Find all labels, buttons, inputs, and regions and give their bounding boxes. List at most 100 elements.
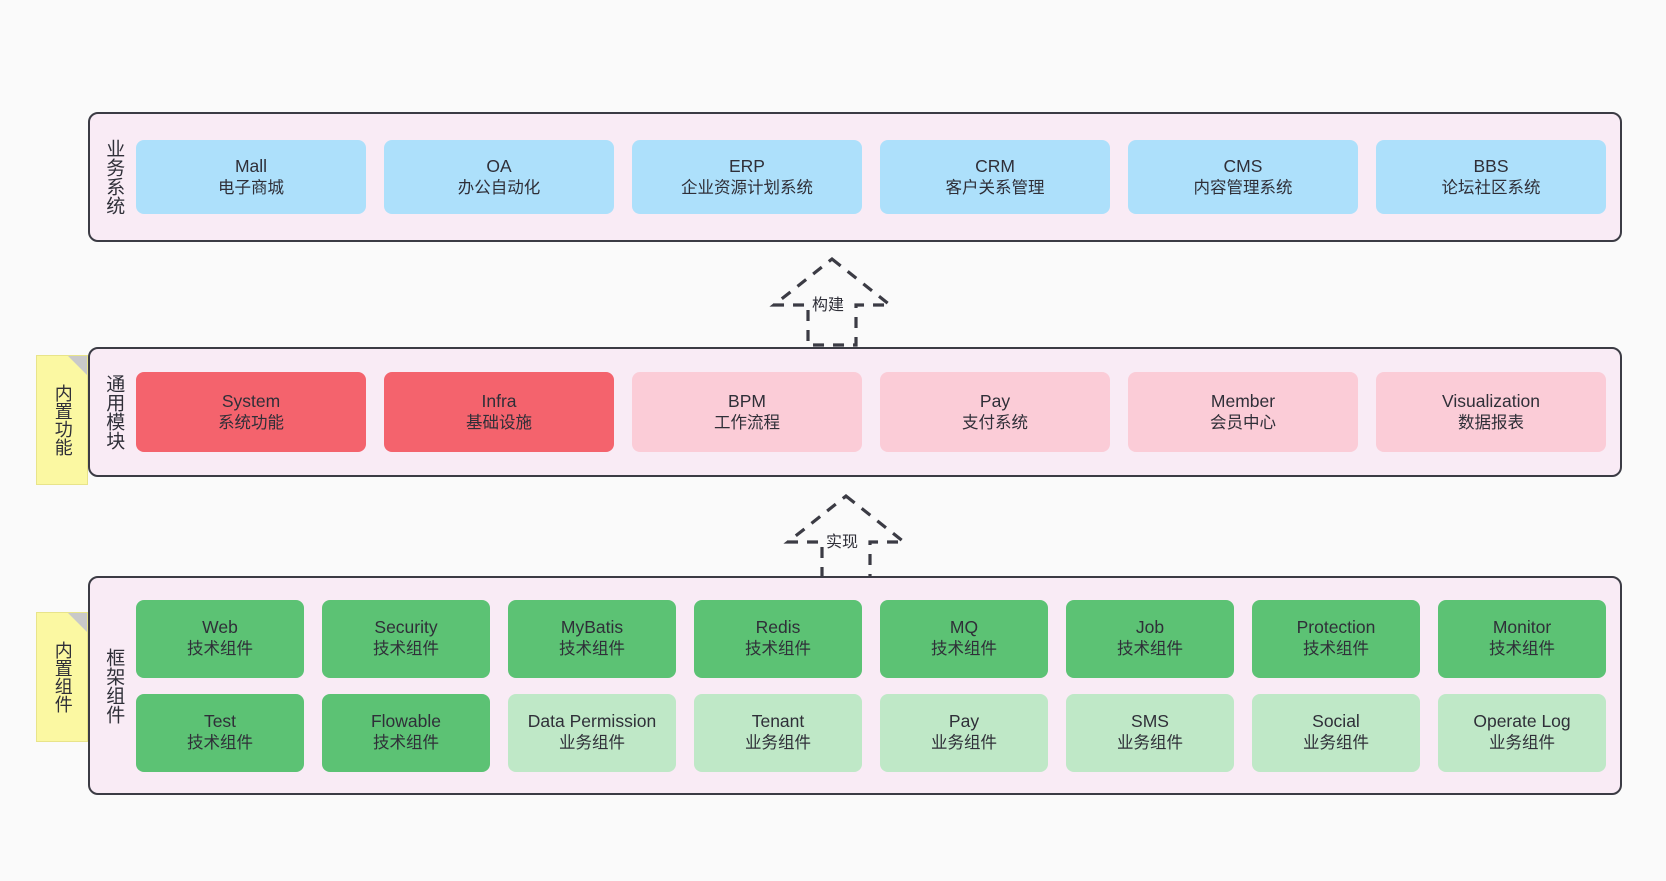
card-title-en: Web bbox=[202, 617, 238, 638]
layer-body-common-module: System 系统功能 Infra 基础设施 BPM 工作流程 Pay 支付系统… bbox=[136, 349, 1620, 475]
card-bbs[interactable]: BBS 论坛社区系统 bbox=[1376, 140, 1606, 214]
card-monitor[interactable]: Monitor 技术组件 bbox=[1438, 599, 1606, 678]
card-title-en: Social bbox=[1312, 711, 1360, 732]
connector-label-build: 构建 bbox=[810, 291, 847, 315]
card-title-en: Test bbox=[203, 711, 237, 732]
card-mall[interactable]: Mall 电子商城 bbox=[136, 140, 366, 214]
layer-body-framework-component: Web 技术组件 Security 技术组件 MyBatis 技术组件 Redi… bbox=[136, 578, 1620, 793]
card-title-en: Mall bbox=[234, 155, 268, 176]
card-row: Test 技术组件 Flowable 技术组件 Data Permission … bbox=[136, 693, 1606, 772]
connector-implement: 实现 bbox=[766, 492, 926, 584]
card-title-en: Data Permission bbox=[527, 711, 657, 732]
card-title-cn: 技术组件 bbox=[1489, 640, 1555, 659]
card-protection[interactable]: Protection 技术组件 bbox=[1252, 599, 1420, 678]
card-member[interactable]: Member 会员中心 bbox=[1128, 372, 1358, 452]
card-title-cn: 技术组件 bbox=[187, 640, 253, 659]
card-security[interactable]: Security 技术组件 bbox=[322, 599, 490, 678]
card-title-cn: 技术组件 bbox=[373, 734, 439, 753]
card-title-en: CRM bbox=[975, 155, 1015, 176]
card-row: Web 技术组件 Security 技术组件 MyBatis 技术组件 Redi… bbox=[136, 599, 1606, 678]
card-web[interactable]: Web 技术组件 bbox=[136, 599, 304, 678]
dashed-hollow-arrow-icon bbox=[769, 256, 895, 347]
card-system[interactable]: System 系统功能 bbox=[136, 372, 366, 452]
card-title-en: BBS bbox=[1473, 155, 1509, 176]
card-cms[interactable]: CMS 内容管理系统 bbox=[1128, 140, 1358, 214]
card-title-cn: 业务组件 bbox=[1117, 734, 1183, 753]
note-builtin-components: 内置组件 bbox=[36, 612, 88, 742]
card-title-cn: 技术组件 bbox=[187, 734, 253, 753]
card-title-en: SMS bbox=[1131, 711, 1169, 732]
card-title-cn: 论坛社区系统 bbox=[1441, 178, 1541, 197]
note-label: 内置组件 bbox=[52, 641, 73, 713]
card-flowable[interactable]: Flowable 技术组件 bbox=[322, 693, 490, 772]
card-bpm[interactable]: BPM 工作流程 bbox=[632, 372, 862, 452]
card-infra[interactable]: Infra 基础设施 bbox=[384, 372, 614, 452]
card-title-cn: 内容管理系统 bbox=[1193, 178, 1293, 197]
card-title-cn: 会员中心 bbox=[1210, 413, 1276, 432]
card-title-cn: 客户关系管理 bbox=[945, 178, 1045, 197]
card-title-en: Redis bbox=[755, 617, 801, 638]
layer-framework-component: 框架组件 Web 技术组件 Security 技术组件 MyBatis 技术组件… bbox=[88, 576, 1622, 795]
card-pay-biz[interactable]: Pay 业务组件 bbox=[880, 693, 1048, 772]
card-title-cn: 业务组件 bbox=[559, 734, 625, 753]
card-title-cn: 数据报表 bbox=[1458, 413, 1524, 432]
card-title-en: Monitor bbox=[1492, 617, 1552, 638]
card-title-en: Security bbox=[374, 617, 438, 638]
card-title-cn: 技术组件 bbox=[1117, 640, 1183, 659]
card-title-cn: 支付系统 bbox=[962, 413, 1028, 432]
card-title-cn: 技术组件 bbox=[373, 640, 439, 659]
card-pay[interactable]: Pay 支付系统 bbox=[880, 372, 1110, 452]
card-title-en: Flowable bbox=[370, 711, 442, 732]
card-operate-log[interactable]: Operate Log 业务组件 bbox=[1438, 693, 1606, 772]
card-title-en: Job bbox=[1135, 617, 1165, 638]
card-job[interactable]: Job 技术组件 bbox=[1066, 599, 1234, 678]
card-title-cn: 业务组件 bbox=[931, 734, 997, 753]
card-title-en: Tenant bbox=[751, 711, 805, 732]
card-title-en: Visualization bbox=[1442, 390, 1540, 411]
card-mybatis[interactable]: MyBatis 技术组件 bbox=[508, 599, 676, 678]
card-mq[interactable]: MQ 技术组件 bbox=[880, 599, 1048, 678]
note-label: 内置功能 bbox=[52, 384, 73, 456]
layer-title-common-module: 通用模块 bbox=[103, 374, 125, 450]
dashed-hollow-arrow-icon bbox=[783, 493, 909, 584]
card-title-en: Operate Log bbox=[1473, 711, 1571, 732]
card-title-en: BPM bbox=[728, 390, 766, 411]
card-crm[interactable]: CRM 客户关系管理 bbox=[880, 140, 1110, 214]
card-sms[interactable]: SMS 业务组件 bbox=[1066, 693, 1234, 772]
note-builtin-functions: 内置功能 bbox=[36, 355, 88, 485]
card-title-cn: 企业资源计划系统 bbox=[681, 178, 813, 197]
card-title-cn: 技术组件 bbox=[559, 640, 625, 659]
card-title-cn: 基础设施 bbox=[466, 413, 532, 432]
card-visualization[interactable]: Visualization 数据报表 bbox=[1376, 372, 1606, 452]
folded-corner-icon bbox=[68, 613, 87, 632]
card-title-en: System bbox=[221, 390, 281, 411]
card-title-en: Member bbox=[1210, 390, 1276, 411]
layer-body-business-system: Mall 电子商城 OA 办公自动化 ERP 企业资源计划系统 CRM 客户关系… bbox=[136, 114, 1620, 240]
card-title-en: OA bbox=[486, 155, 512, 176]
layer-title-business-system: 业务系统 bbox=[103, 139, 125, 215]
layer-title-framework-component: 框架组件 bbox=[103, 647, 125, 724]
card-data-permission[interactable]: Data Permission 业务组件 bbox=[508, 693, 676, 772]
card-title-cn: 技术组件 bbox=[1303, 640, 1369, 659]
card-title-cn: 业务组件 bbox=[745, 734, 811, 753]
card-title-en: Pay bbox=[979, 390, 1011, 411]
card-title-cn: 系统功能 bbox=[218, 413, 284, 432]
card-test[interactable]: Test 技术组件 bbox=[136, 693, 304, 772]
layer-common-module: 通用模块 System 系统功能 Infra 基础设施 BPM 工作流程 Pay… bbox=[88, 347, 1622, 477]
card-tenant[interactable]: Tenant 业务组件 bbox=[694, 693, 862, 772]
layer-business-system: 业务系统 Mall 电子商城 OA 办公自动化 ERP 企业资源计划系统 CRM… bbox=[88, 112, 1622, 242]
card-social[interactable]: Social 业务组件 bbox=[1252, 693, 1420, 772]
card-title-cn: 办公自动化 bbox=[457, 178, 541, 197]
card-oa[interactable]: OA 办公自动化 bbox=[384, 140, 614, 214]
card-title-en: Pay bbox=[948, 711, 980, 732]
card-row: System 系统功能 Infra 基础设施 BPM 工作流程 Pay 支付系统… bbox=[136, 372, 1606, 452]
card-title-cn: 技术组件 bbox=[931, 640, 997, 659]
card-redis[interactable]: Redis 技术组件 bbox=[694, 599, 862, 678]
card-title-en: ERP bbox=[729, 155, 765, 176]
card-row: Mall 电子商城 OA 办公自动化 ERP 企业资源计划系统 CRM 客户关系… bbox=[136, 140, 1606, 214]
card-erp[interactable]: ERP 企业资源计划系统 bbox=[632, 140, 862, 214]
card-title-cn: 技术组件 bbox=[745, 640, 811, 659]
folded-corner-icon bbox=[68, 356, 87, 375]
card-title-en: MQ bbox=[949, 617, 979, 638]
